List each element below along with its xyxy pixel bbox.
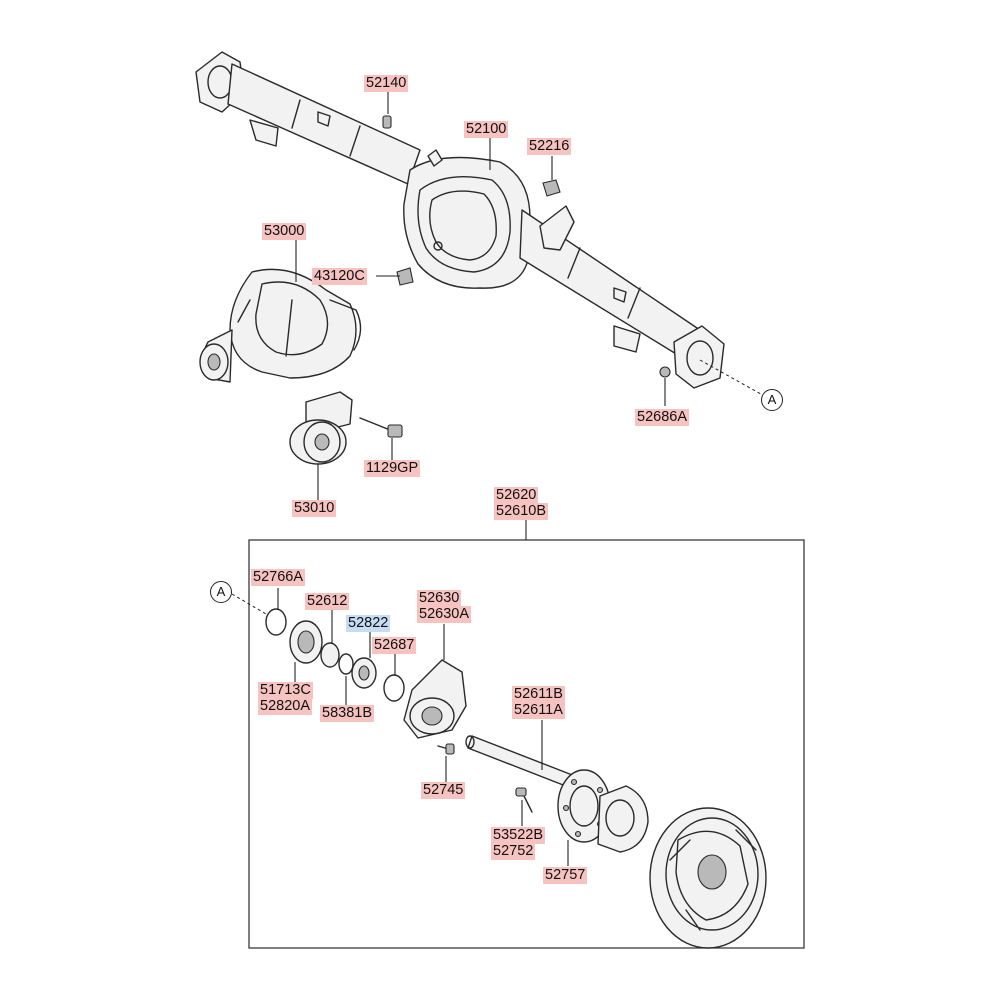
part-label-53000: 53000 bbox=[262, 223, 307, 240]
bolt-part bbox=[359, 417, 403, 438]
part-label-52620: 52620 bbox=[494, 487, 539, 504]
axle-shaft-drawing bbox=[465, 735, 649, 853]
part-label-53010: 53010 bbox=[292, 500, 337, 517]
part-label-52757: 52757 bbox=[543, 867, 588, 884]
part-label-52820a: 52820A bbox=[258, 698, 312, 715]
filler-plug-part bbox=[396, 267, 414, 286]
part-label-52612: 52612 bbox=[305, 593, 350, 610]
leader-lines bbox=[231, 92, 769, 866]
reference-marker-a-top: A bbox=[761, 389, 783, 411]
differential-carrier-drawing bbox=[199, 268, 362, 383]
wheel-stud-part bbox=[515, 787, 533, 813]
bearing-part bbox=[320, 642, 340, 668]
part-label-52766a: 52766A bbox=[251, 569, 305, 586]
part-label-51713c: 51713C bbox=[258, 682, 313, 699]
axle-housing-drawing bbox=[195, 51, 725, 389]
breather-plug-part bbox=[382, 115, 392, 129]
part-label-1129gp: 1129GP bbox=[364, 460, 421, 477]
pinion-support-drawing bbox=[289, 391, 353, 465]
reference-marker-a-bottom: A bbox=[210, 581, 232, 603]
part-label-53522b: 53522B bbox=[491, 827, 545, 844]
part-label-52630a: 52630A bbox=[417, 606, 471, 623]
part-label-52630: 52630 bbox=[417, 590, 462, 607]
part-label-52687: 52687 bbox=[372, 637, 417, 654]
part-label-52686a: 52686A bbox=[635, 409, 689, 426]
part-label-52611a: 52611A bbox=[512, 702, 565, 719]
nut-part bbox=[659, 366, 671, 378]
part-label-52216: 52216 bbox=[527, 138, 572, 155]
part-label-43120c: 43120C bbox=[312, 268, 367, 285]
ring-part bbox=[338, 653, 354, 675]
part-label-52140: 52140 bbox=[364, 75, 409, 92]
part-label-58381b: 58381B bbox=[320, 705, 374, 722]
part-label-52610b: 52610B bbox=[494, 503, 548, 520]
part-label-52822: 52822 bbox=[346, 615, 391, 632]
o-ring-part bbox=[383, 674, 405, 702]
drain-plug-part bbox=[542, 179, 561, 197]
part-label-52752: 52752 bbox=[491, 843, 536, 860]
housing-bolt-part bbox=[437, 743, 455, 755]
part-label-52611b: 52611B bbox=[512, 686, 565, 703]
part-label-52745: 52745 bbox=[421, 782, 466, 799]
bearing-housing-drawing bbox=[403, 659, 467, 739]
washer-part bbox=[265, 608, 287, 636]
part-label-52100: 52100 bbox=[464, 121, 509, 138]
brake-assembly-drawing bbox=[649, 807, 767, 949]
